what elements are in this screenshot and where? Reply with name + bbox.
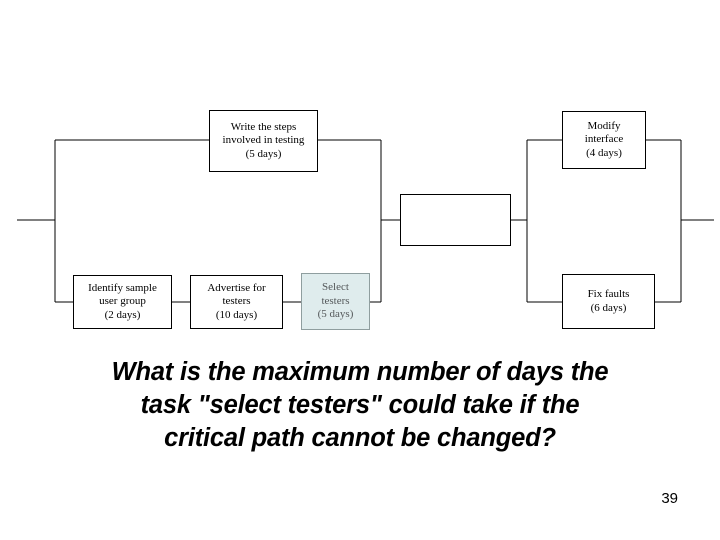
node-line: user group <box>99 295 146 308</box>
node-line: Select <box>322 281 349 294</box>
question-line-2: task "select testers" could take if the <box>140 391 580 419</box>
node-line: testers <box>222 295 251 308</box>
node-select-testers[interactable]: Select testers (5 days) <box>301 273 370 330</box>
network-diagram: Write the steps involved in testing (5 d… <box>17 110 714 330</box>
node-line: (6 days) <box>590 301 627 314</box>
node-line: (4 days) <box>586 146 622 159</box>
node-identify-sample-user-group[interactable]: Identify sample user group (2 days) <box>73 275 172 329</box>
node-merge-empty[interactable] <box>400 194 511 246</box>
node-line: interface <box>584 133 624 146</box>
node-line: Modify <box>587 119 621 132</box>
node-line: Fix faults <box>587 288 630 300</box>
node-line: (5 days) <box>245 147 282 160</box>
node-line: Identify sample <box>88 281 157 294</box>
node-fix-faults[interactable]: Fix faults (6 days) <box>562 274 655 329</box>
node-line: Write the steps <box>230 120 297 133</box>
question-line-3: critical path cannot be changed? <box>164 424 556 452</box>
node-line: (10 days) <box>215 308 258 321</box>
page-number: 39 <box>661 490 678 507</box>
node-line: (5 days) <box>317 308 354 321</box>
node-line: testers <box>321 294 350 307</box>
node-write-steps[interactable]: Write the steps involved in testing (5 d… <box>209 110 318 172</box>
node-advertise-for-testers[interactable]: Advertise for testers (10 days) <box>190 275 283 329</box>
diagram-connector-lines <box>17 139 714 303</box>
node-line: involved in testing <box>222 134 305 147</box>
node-line: Advertise for <box>207 281 266 294</box>
question-line-1: What is the maximum number of days the <box>111 358 609 386</box>
question-text: What is the maximum number of days the t… <box>22 356 698 455</box>
node-modify-interface[interactable]: Modify interface (4 days) <box>562 111 646 169</box>
node-line: (2 days) <box>104 308 141 321</box>
